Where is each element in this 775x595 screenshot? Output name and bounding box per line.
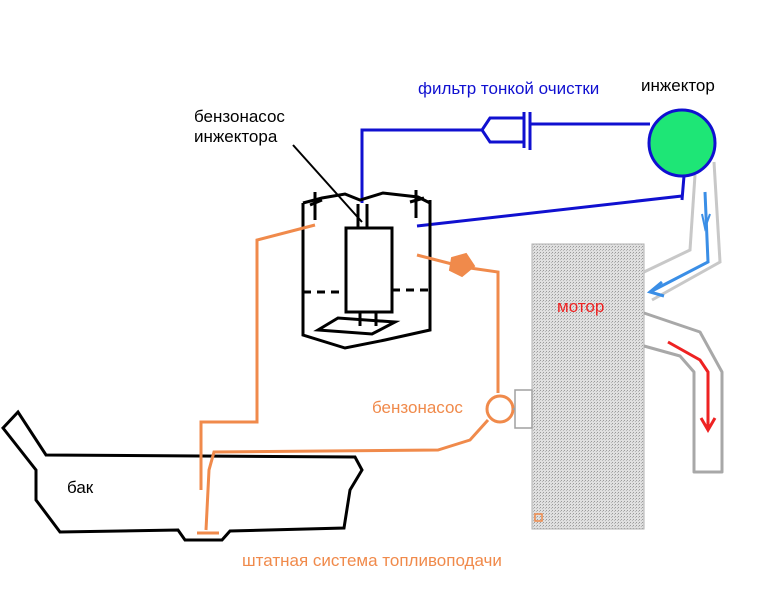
intake-flow-arrow: [649, 191, 710, 294]
intake-pipe: [643, 161, 722, 302]
exhaust-pipe: [643, 311, 724, 474]
label-injector: инжектор: [641, 76, 715, 95]
label-fuel-pump-injector-line2: инжектора: [194, 127, 278, 146]
injector-outlet: [680, 175, 686, 201]
orange-check-valve: [448, 252, 476, 278]
orange-fuel-lines: [197, 223, 515, 535]
injector-pump-tank: [301, 190, 432, 350]
label-fuel-pump: бензонасос: [372, 398, 463, 417]
label-tank: бак: [67, 478, 94, 497]
injector-shape: [647, 108, 717, 178]
blue-fuel-lines: [360, 112, 683, 228]
exhaust-flow-arrow: [667, 340, 710, 428]
label-motor: мотор: [557, 297, 604, 316]
motor-block: [514, 243, 645, 530]
fuel-tank: [1, 409, 364, 542]
label-standard-system: штатная система топливоподачи: [242, 551, 502, 570]
label-fuel-pump-injector-line1: бензонасос: [194, 107, 285, 126]
pump-pointer-line: [292, 144, 363, 223]
label-fine-filter: фильтр тонкой очистки: [418, 79, 599, 98]
